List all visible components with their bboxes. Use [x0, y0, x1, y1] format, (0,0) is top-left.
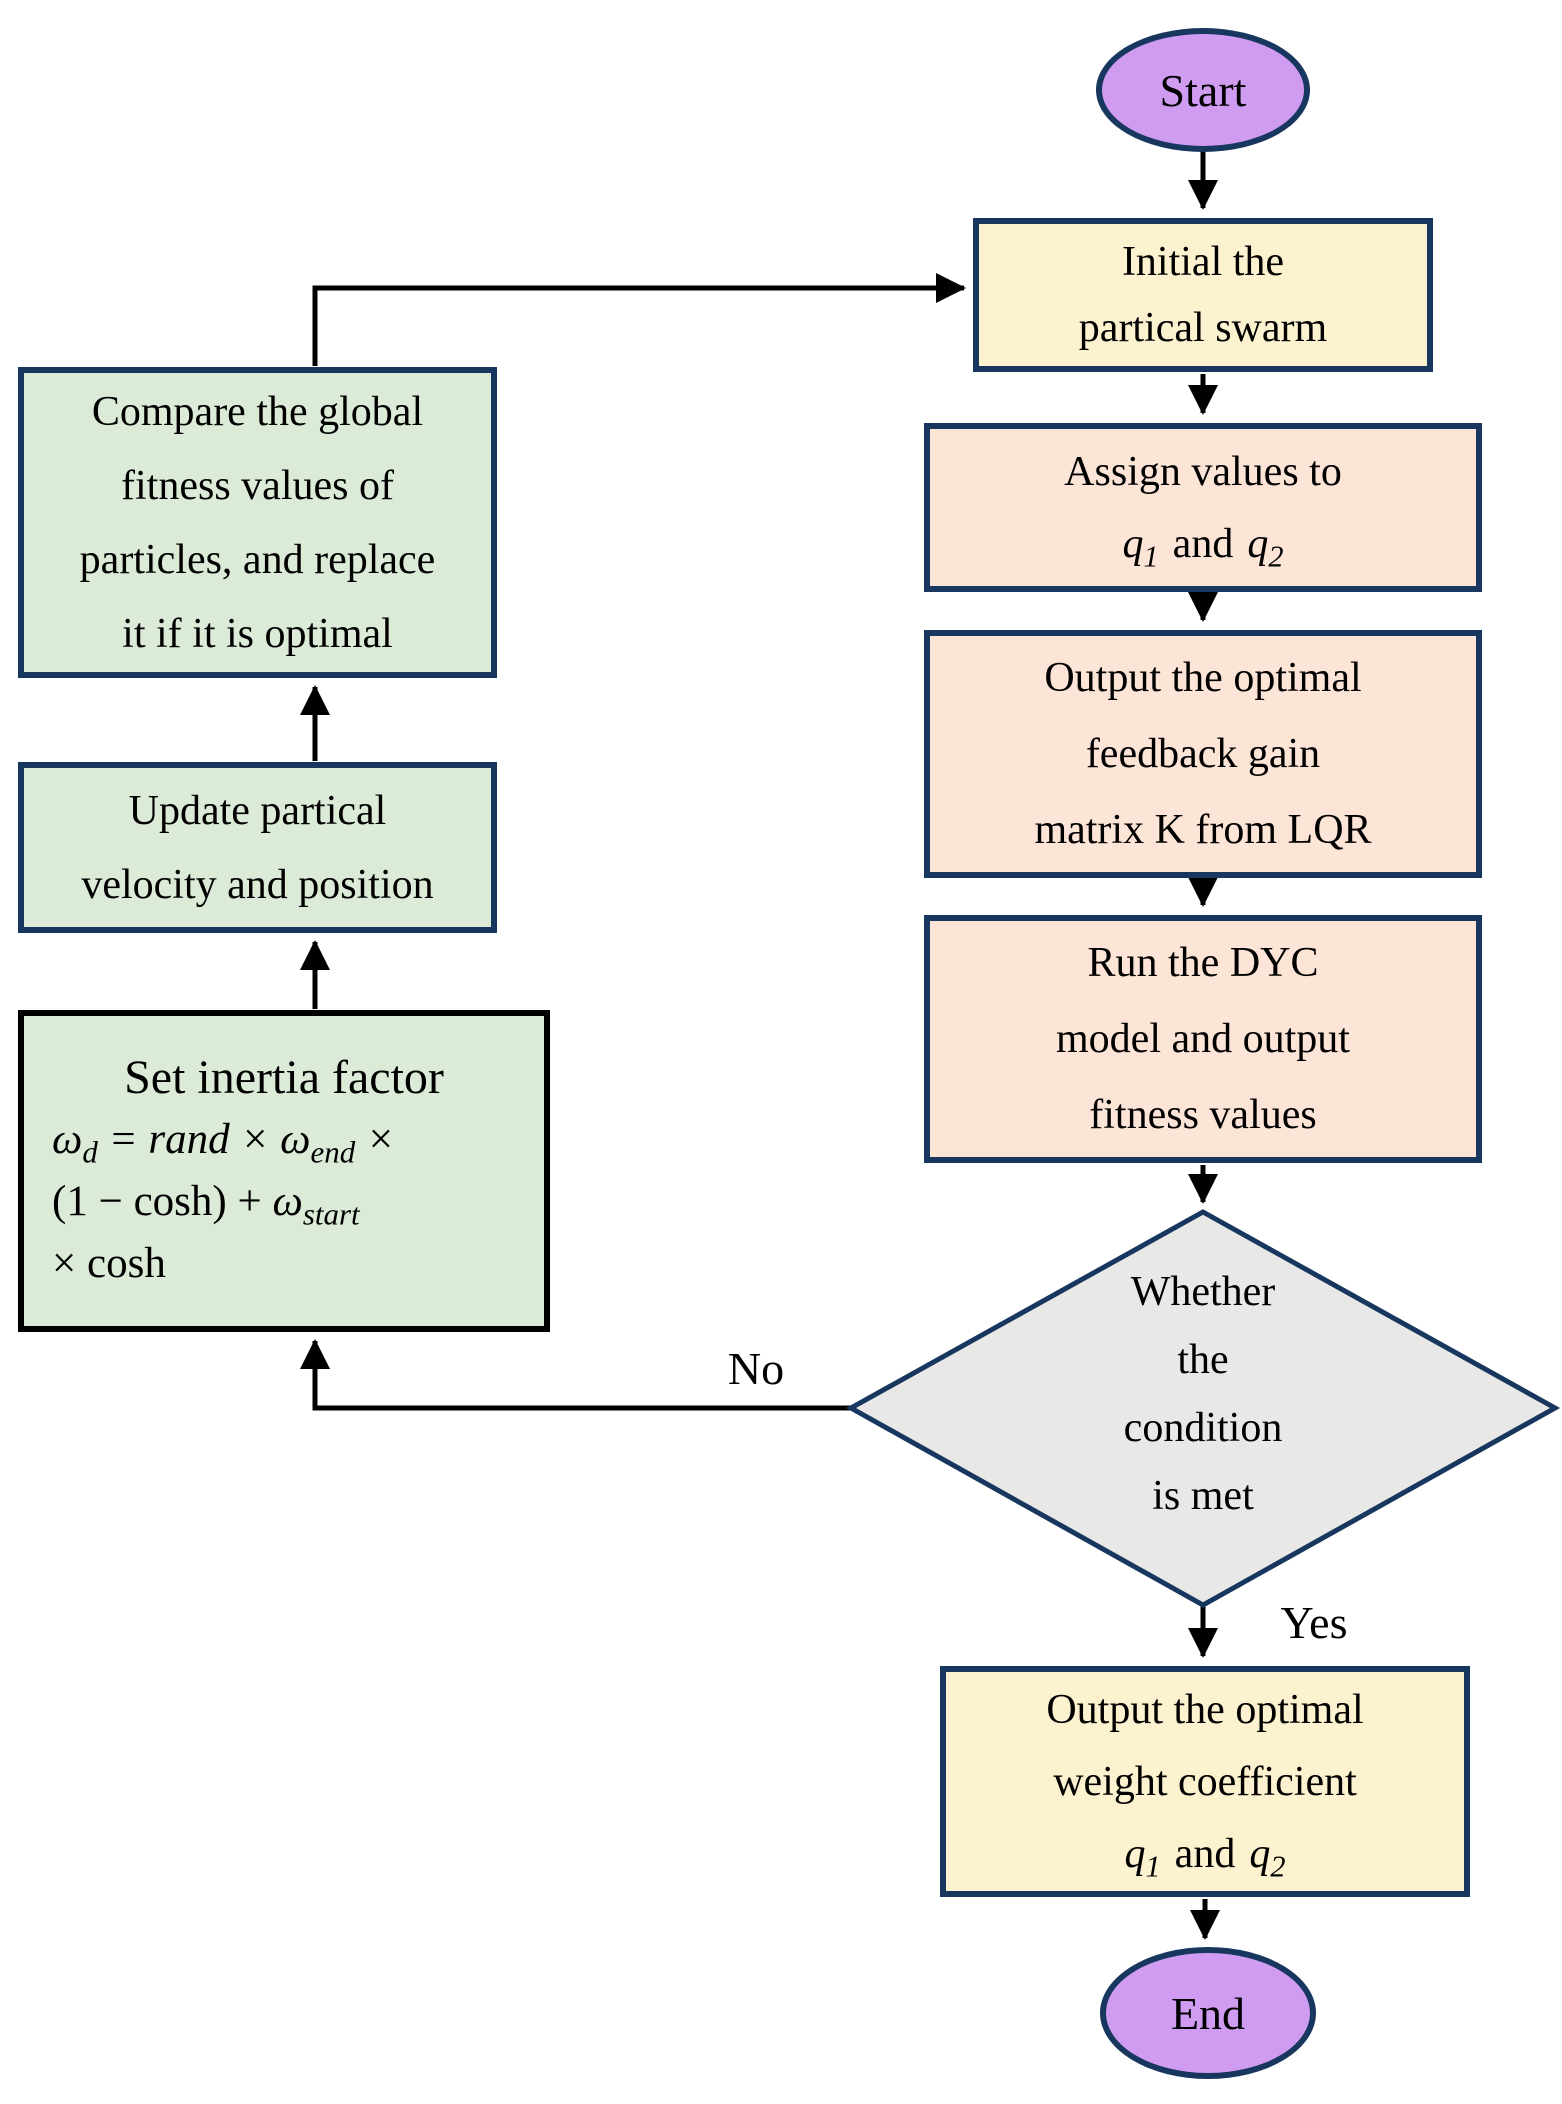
node-run-line3: fitness values: [1089, 1092, 1317, 1138]
q1-symbol: q: [1122, 520, 1144, 567]
node-set-inertia: Set inertia factor ωd = rand × ωend × (1…: [18, 1010, 550, 1332]
node-gain-line1: Output the optimal: [1044, 655, 1362, 701]
and-word: and: [1174, 1830, 1236, 1877]
q1-subscript: 1: [1143, 538, 1159, 573]
node-run-dyc: Run the DYC model and output fitness val…: [924, 915, 1482, 1163]
yes-edge-label: Yes: [1280, 1597, 1348, 1648]
q2-symbol: q: [1249, 1830, 1271, 1877]
node-weight-line1: Output the optimal: [1046, 1686, 1364, 1733]
q2-subscript: 2: [1268, 538, 1284, 573]
node-update-velocity: Update partical velocity and position: [18, 762, 497, 933]
node-set-title: Set inertia factor: [124, 1051, 444, 1104]
node-end-label: End: [1170, 1987, 1246, 2039]
node-initial-line2: partical swarm: [1078, 305, 1328, 351]
omega-d-subscript: d: [82, 1134, 98, 1170]
q1-subscript: 1: [1145, 1848, 1161, 1883]
node-assign-line1: Assign values to: [1064, 448, 1342, 495]
and-word: and: [1172, 520, 1234, 567]
no-edge-label: No: [727, 1343, 785, 1394]
node-update-line1: Update partical: [128, 787, 387, 834]
decision-text: Whether the condition is met: [1028, 1258, 1378, 1530]
node-weight-line2: weight coefficient: [1053, 1758, 1357, 1805]
node-set-formula-line3: × cosh: [52, 1240, 166, 1287]
node-initial-line1: Initial the: [1121, 239, 1285, 285]
node-gain-line2: feedback gain: [1085, 731, 1321, 777]
node-update-line2: velocity and position: [81, 861, 434, 908]
node-run-line2: model and output: [1056, 1016, 1350, 1062]
q2-symbol: q: [1247, 520, 1269, 567]
node-output-weight: Output the optimal weight coefficient q1…: [940, 1666, 1470, 1897]
node-compare-line4: it if it is optimal: [122, 610, 393, 657]
decision-line2: the: [1177, 1337, 1229, 1383]
arrow-decision-no-to-set: [300, 1338, 851, 1411]
omega-start-subscript: start: [302, 1196, 360, 1232]
formula-mid: = rand × ω: [97, 1116, 311, 1163]
decision-line4: is met: [1152, 1473, 1254, 1519]
decision-diamond: [845, 1209, 1561, 1608]
node-initial-swarm: Initial the partical swarm: [973, 218, 1433, 372]
node-start: Start: [1096, 28, 1310, 152]
decision-line3: condition: [1123, 1405, 1283, 1451]
omega-end-subscript: end: [310, 1134, 356, 1170]
formula-times: ×: [355, 1116, 395, 1163]
node-compare-line2: fitness values of: [121, 462, 394, 509]
node-run-line1: Run the DYC: [1087, 940, 1319, 986]
arrow-compare-to-initial: [312, 273, 967, 366]
omega-symbol: ω: [272, 1178, 303, 1225]
formula-cosh-term: (1 − cosh) +: [52, 1178, 273, 1225]
node-gain-line3: matrix K from LQR: [1034, 807, 1372, 853]
node-start-label: Start: [1159, 64, 1247, 116]
node-compare-line1: Compare the global: [91, 388, 424, 435]
node-end: End: [1100, 1947, 1316, 2079]
node-compare-line3: particles, and replace: [79, 536, 436, 583]
decision-line1: Whether: [1130, 1269, 1276, 1315]
node-output-gain: Output the optimal feedback gain matrix …: [924, 630, 1482, 878]
node-compare-fitness: Compare the global fitness values of par…: [18, 367, 497, 678]
node-set-formula-line1: ωd = rand × ωend ×: [24, 1109, 544, 1171]
q1-symbol: q: [1124, 1830, 1146, 1877]
q2-subscript: 2: [1270, 1848, 1286, 1883]
omega-symbol: ω: [52, 1116, 83, 1163]
node-set-formula-line2: (1 − cosh) + ωstart: [24, 1171, 544, 1233]
